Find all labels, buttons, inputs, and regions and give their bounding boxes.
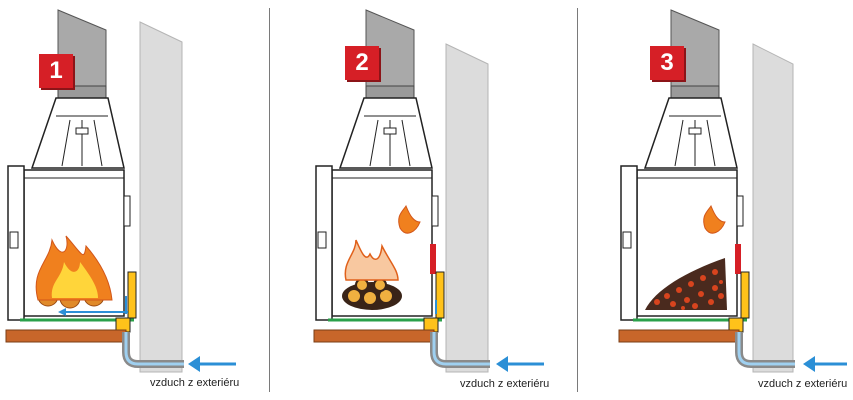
step-badge-3: 3 [650, 46, 684, 80]
caption-2: vzduch z exteriéru [460, 378, 550, 390]
caption-3: vzduch z exteriéru [758, 378, 848, 390]
secondary-flame [398, 204, 421, 234]
secondary-flame [703, 204, 726, 234]
log [378, 288, 394, 304]
log [346, 288, 362, 304]
divider [269, 8, 270, 392]
log [362, 290, 378, 306]
fireplace-drawing-1 [5, 9, 236, 373]
step-badge-2: 2 [345, 46, 379, 80]
base-slab [313, 329, 435, 343]
log [355, 278, 369, 292]
base-slab [5, 329, 127, 343]
wall [139, 21, 183, 373]
fireplace-drawing-3 [618, 9, 847, 373]
divider [577, 8, 578, 392]
embers [654, 269, 724, 310]
step-badge-1: 1 [39, 54, 73, 88]
flame [344, 239, 399, 281]
base-slab [618, 329, 740, 343]
caption-1: vzduch z exteriéru [150, 377, 240, 389]
fireplace-drawing-2 [313, 9, 544, 373]
flame-core [51, 262, 98, 298]
log [373, 278, 387, 292]
wall [752, 43, 794, 373]
wall [445, 43, 489, 373]
